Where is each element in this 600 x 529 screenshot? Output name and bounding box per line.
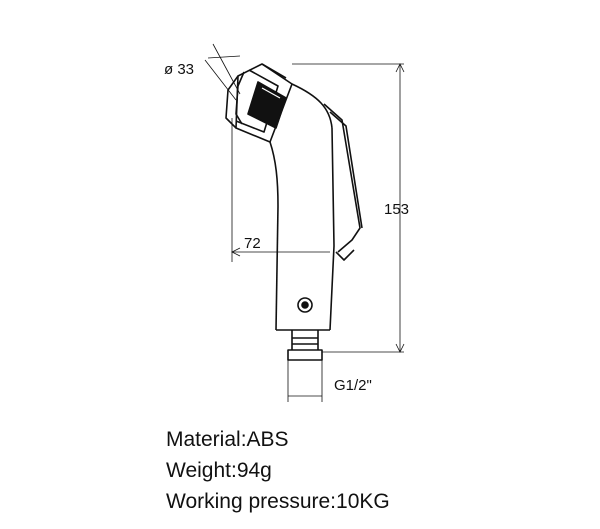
material-spec: Material:ABS	[166, 428, 289, 451]
height-label: 153	[384, 201, 409, 218]
diameter-label: ø 33	[164, 61, 194, 78]
pressure-spec: Working pressure:10KG	[166, 490, 390, 513]
dimension-lines	[204, 43, 405, 402]
weight-spec: Weight:94g	[166, 459, 272, 482]
sprayer-body	[225, 63, 363, 361]
width-label: 72	[244, 235, 261, 252]
thread-label: G1/2"	[334, 377, 372, 394]
